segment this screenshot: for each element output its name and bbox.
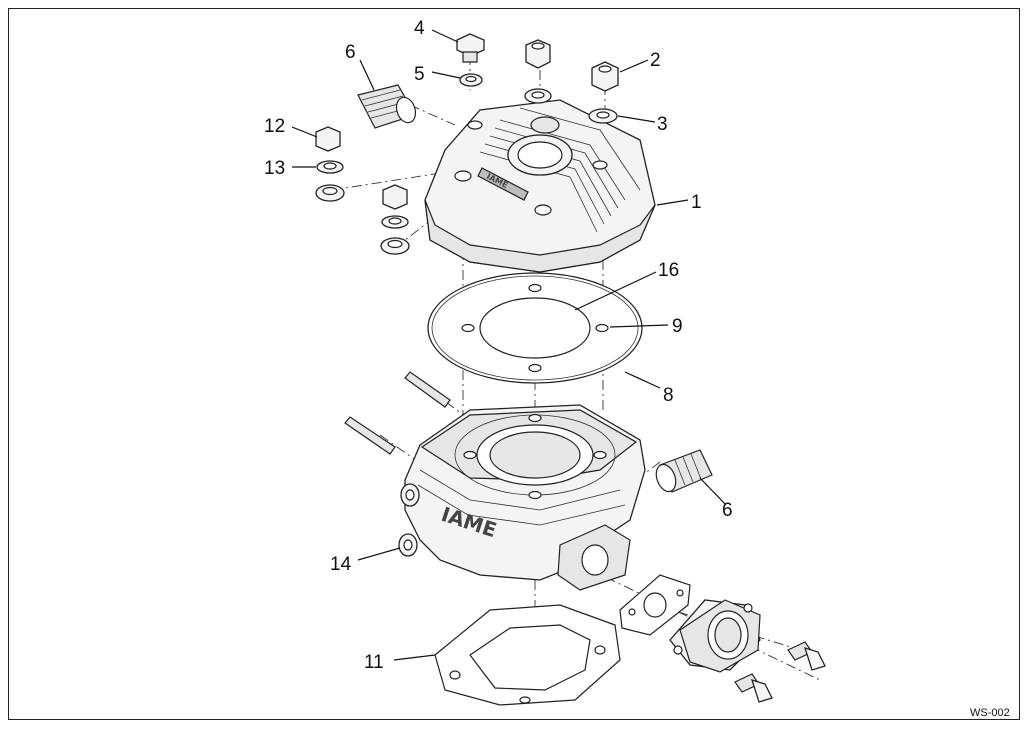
leader-lines <box>291 29 726 661</box>
intake-gasket <box>619 574 691 636</box>
callouts: 4 5 6 2 3 1 12 13 16 9 8 6 14 11 <box>264 18 733 673</box>
callout-6-right: 6 <box>722 500 733 521</box>
callout-2: 2 <box>650 50 661 71</box>
callout-16: 16 <box>658 260 679 281</box>
callout-6-top: 6 <box>345 42 356 63</box>
callout-12: 12 <box>264 116 285 137</box>
head-nut-plug <box>456 33 619 124</box>
callout-8: 8 <box>663 385 674 406</box>
callout-4: 4 <box>414 18 425 39</box>
head-gasket <box>427 272 643 384</box>
callout-9: 9 <box>672 316 683 337</box>
threaded-fitting-right <box>655 449 713 493</box>
left-nuts-washers <box>315 126 410 255</box>
callout-14: 14 <box>330 554 352 575</box>
callout-1: 1 <box>691 192 702 213</box>
cylinder: IAME <box>398 404 646 591</box>
callout-3: 3 <box>657 114 668 135</box>
callout-11: 11 <box>364 652 384 673</box>
manifold-bolts <box>734 641 826 703</box>
studs <box>344 371 451 455</box>
callout-5: 5 <box>414 64 425 85</box>
reference-code: WS-002 <box>970 707 1010 719</box>
intake-manifold <box>669 599 761 673</box>
base-gasket <box>434 604 621 706</box>
cylinder-head: IAME <box>424 99 656 273</box>
threaded-fitting-top <box>357 84 417 129</box>
callout-13: 13 <box>264 158 285 179</box>
